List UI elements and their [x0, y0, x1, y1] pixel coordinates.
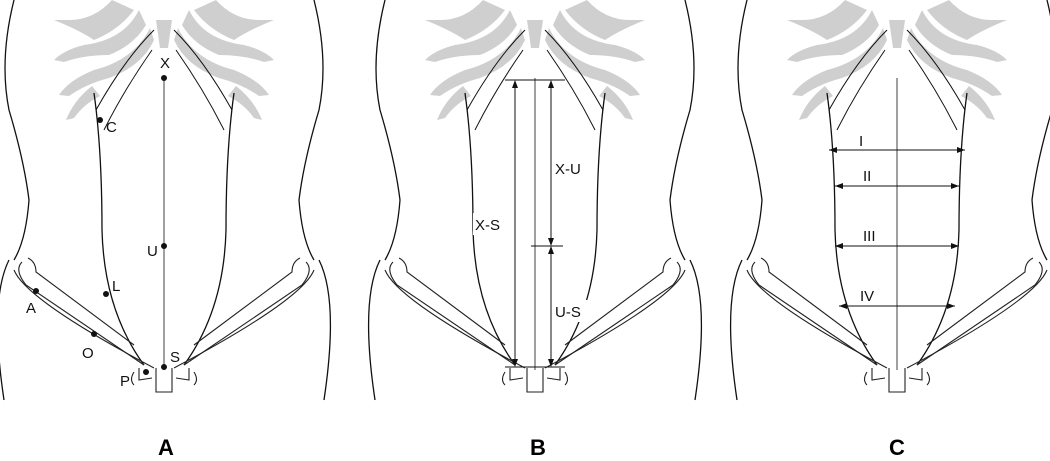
point-a-label: A: [26, 300, 36, 317]
us-label: U-S: [555, 304, 581, 321]
panel-b-caption: B: [530, 435, 546, 460]
point-o-label: O: [82, 345, 94, 362]
point-u-label: U: [147, 243, 158, 260]
panel-c-caption: C: [889, 435, 905, 460]
panel-b: X-S X-U U-S: [369, 0, 702, 400]
point-p-dot: [143, 369, 149, 375]
point-c-dot: [97, 117, 103, 123]
level-i-label: I: [859, 133, 863, 150]
point-a-dot: [33, 288, 39, 294]
point-u-dot: [161, 243, 167, 249]
point-s-label: S: [170, 349, 180, 366]
point-s-dot: [161, 364, 167, 370]
panel-c: I II III IV: [731, 0, 1050, 400]
level-iii-label: III: [863, 228, 876, 245]
point-x-label: X: [160, 55, 170, 72]
level-ii-label: II: [863, 168, 871, 185]
level-iv-label: IV: [860, 288, 874, 305]
xs-label: X-S: [475, 217, 500, 234]
panel-a: X C U L A O S P: [0, 0, 330, 400]
point-p-label: P: [120, 373, 130, 390]
panel-a-caption: A: [158, 435, 174, 460]
point-l-dot: [103, 291, 109, 297]
xu-label: X-U: [555, 161, 581, 178]
point-o-dot: [91, 331, 97, 337]
point-x-dot: [161, 75, 167, 81]
point-l-label: L: [112, 278, 120, 295]
point-c-label: C: [106, 119, 117, 136]
